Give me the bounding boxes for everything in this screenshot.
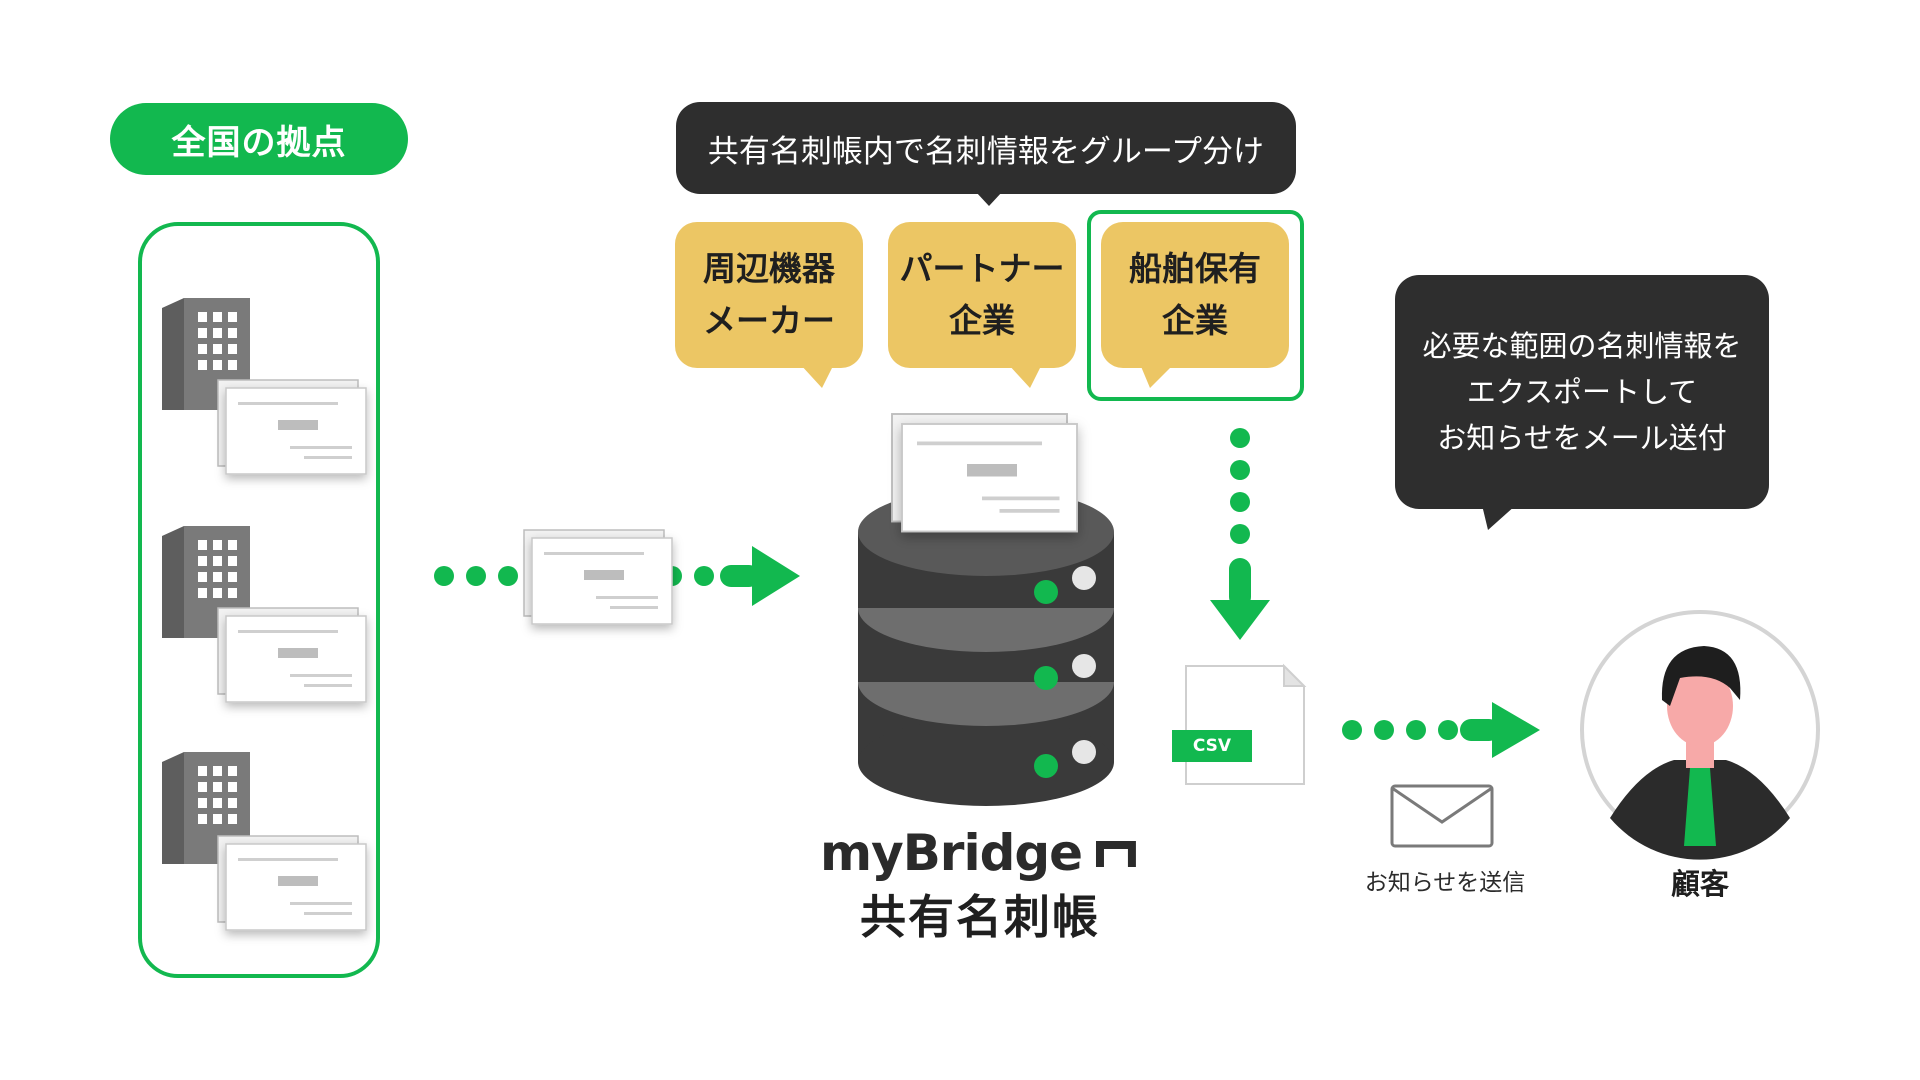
brand-subtitle: 共有名刺帳 [860,890,1100,944]
bubble-tail-group-3 [1140,364,1174,388]
business-card-icon-moving [524,530,672,624]
brand-logo: myBridge [820,818,1140,888]
locations-frame [138,222,380,978]
brand-name: myBridge [820,824,1083,882]
flow-dots-vertical [1230,428,1250,544]
business-card-icon-db [892,414,1077,532]
export-bubble-line: お知らせをメール送付 [1437,421,1727,455]
arrow-right-icon-1 [720,546,800,606]
brand-mark-icon [1096,841,1137,867]
customer-label: 顧客 [1670,867,1729,901]
group-label-line: パートナー [899,249,1065,288]
export-bubble: 必要な範囲の名刺情報を エクスポートして お知らせをメール送付 [1395,275,1769,509]
grouping-bubble: 共有名刺帳内で名刺情報をグループ分け [676,102,1296,194]
group-partners: パートナー 企業 [888,222,1076,368]
group-label-line: 企業 [949,301,1015,340]
group-label-line: メーカー [703,301,835,340]
group-ship-owners: 船舶保有 企業 [1101,222,1289,368]
mail-envelope-icon [1390,784,1494,848]
export-bubble-line: 必要な範囲の名刺情報を [1422,329,1742,363]
group-label-line: 周辺機器 [703,249,835,288]
bubble-tail-right [1482,505,1516,530]
selected-group-frame [1087,210,1304,401]
bubble-tail-group-1 [800,364,834,388]
mail-send-label: お知らせを送信 [1364,870,1526,896]
database-server-icon [858,488,1114,806]
group-label-line: 企業 [1162,301,1228,340]
flow-dots-right [1342,720,1458,740]
arrow-down-icon [1210,558,1270,640]
bubble-tail-group-2 [1008,364,1042,388]
csv-badge: CSV [1172,730,1252,762]
arrow-right-icon-2 [1460,702,1540,758]
csv-file-icon [1185,663,1307,785]
group-label-line: 船舶保有 [1129,249,1261,288]
customer-avatar [1580,610,1820,860]
locations-label: 全国の拠点 [110,103,408,175]
group-peripheral-makers: 周辺機器 メーカー [675,222,863,368]
export-bubble-line: エクスポートして [1466,375,1698,409]
bubble-tail-top [976,192,1002,206]
